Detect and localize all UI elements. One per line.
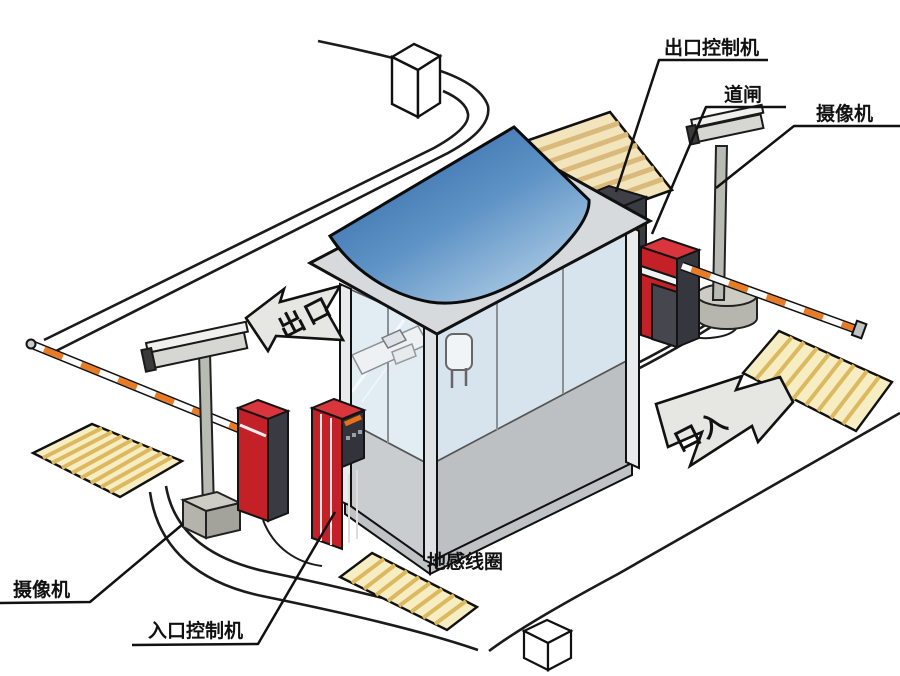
leader-camera-left <box>0 523 184 605</box>
camera-left-label: 摄像机 <box>13 578 70 601</box>
booth-roof <box>327 125 591 305</box>
booth-post <box>625 223 640 470</box>
callouts: 出口控制机 道闸 摄像机 摄像机 入口控制机 地感线圈 <box>0 36 900 647</box>
display-screen <box>343 414 363 427</box>
bollard-bottom <box>521 618 574 672</box>
booth-post <box>423 318 438 568</box>
entrance-arrow-sign: 口入 <box>654 373 795 470</box>
exit-controller-label: 出口控制机 <box>664 36 759 59</box>
entrance-barrier-machine <box>235 398 291 523</box>
exit-arrow-sign: 出口 <box>244 283 346 354</box>
leader-exit-controller <box>614 58 768 193</box>
leader-entrance-controller <box>131 511 337 647</box>
barrier-gate-label: 道闸 <box>724 83 762 106</box>
camera-left-icon <box>140 320 250 373</box>
camera-right-label: 摄像机 <box>816 102 873 125</box>
barrier-arm-right <box>680 261 868 340</box>
entrance-control-machine <box>309 397 367 551</box>
bollard-top <box>389 42 443 120</box>
ground-loop-label: 地感线圈 <box>427 550 503 573</box>
exit-barrier-machine <box>638 236 702 349</box>
leader-barrier-gate <box>650 105 786 235</box>
ground-loop-bottom <box>337 551 480 632</box>
guard-booth <box>306 125 654 576</box>
camera-pole-left <box>140 320 250 540</box>
cable-left <box>262 519 323 567</box>
booth-interior-chair <box>445 333 473 388</box>
entrance-controller-label: 入口控制机 <box>148 619 243 642</box>
ground-loop-left <box>30 422 185 499</box>
leader-camera-right <box>715 124 900 189</box>
